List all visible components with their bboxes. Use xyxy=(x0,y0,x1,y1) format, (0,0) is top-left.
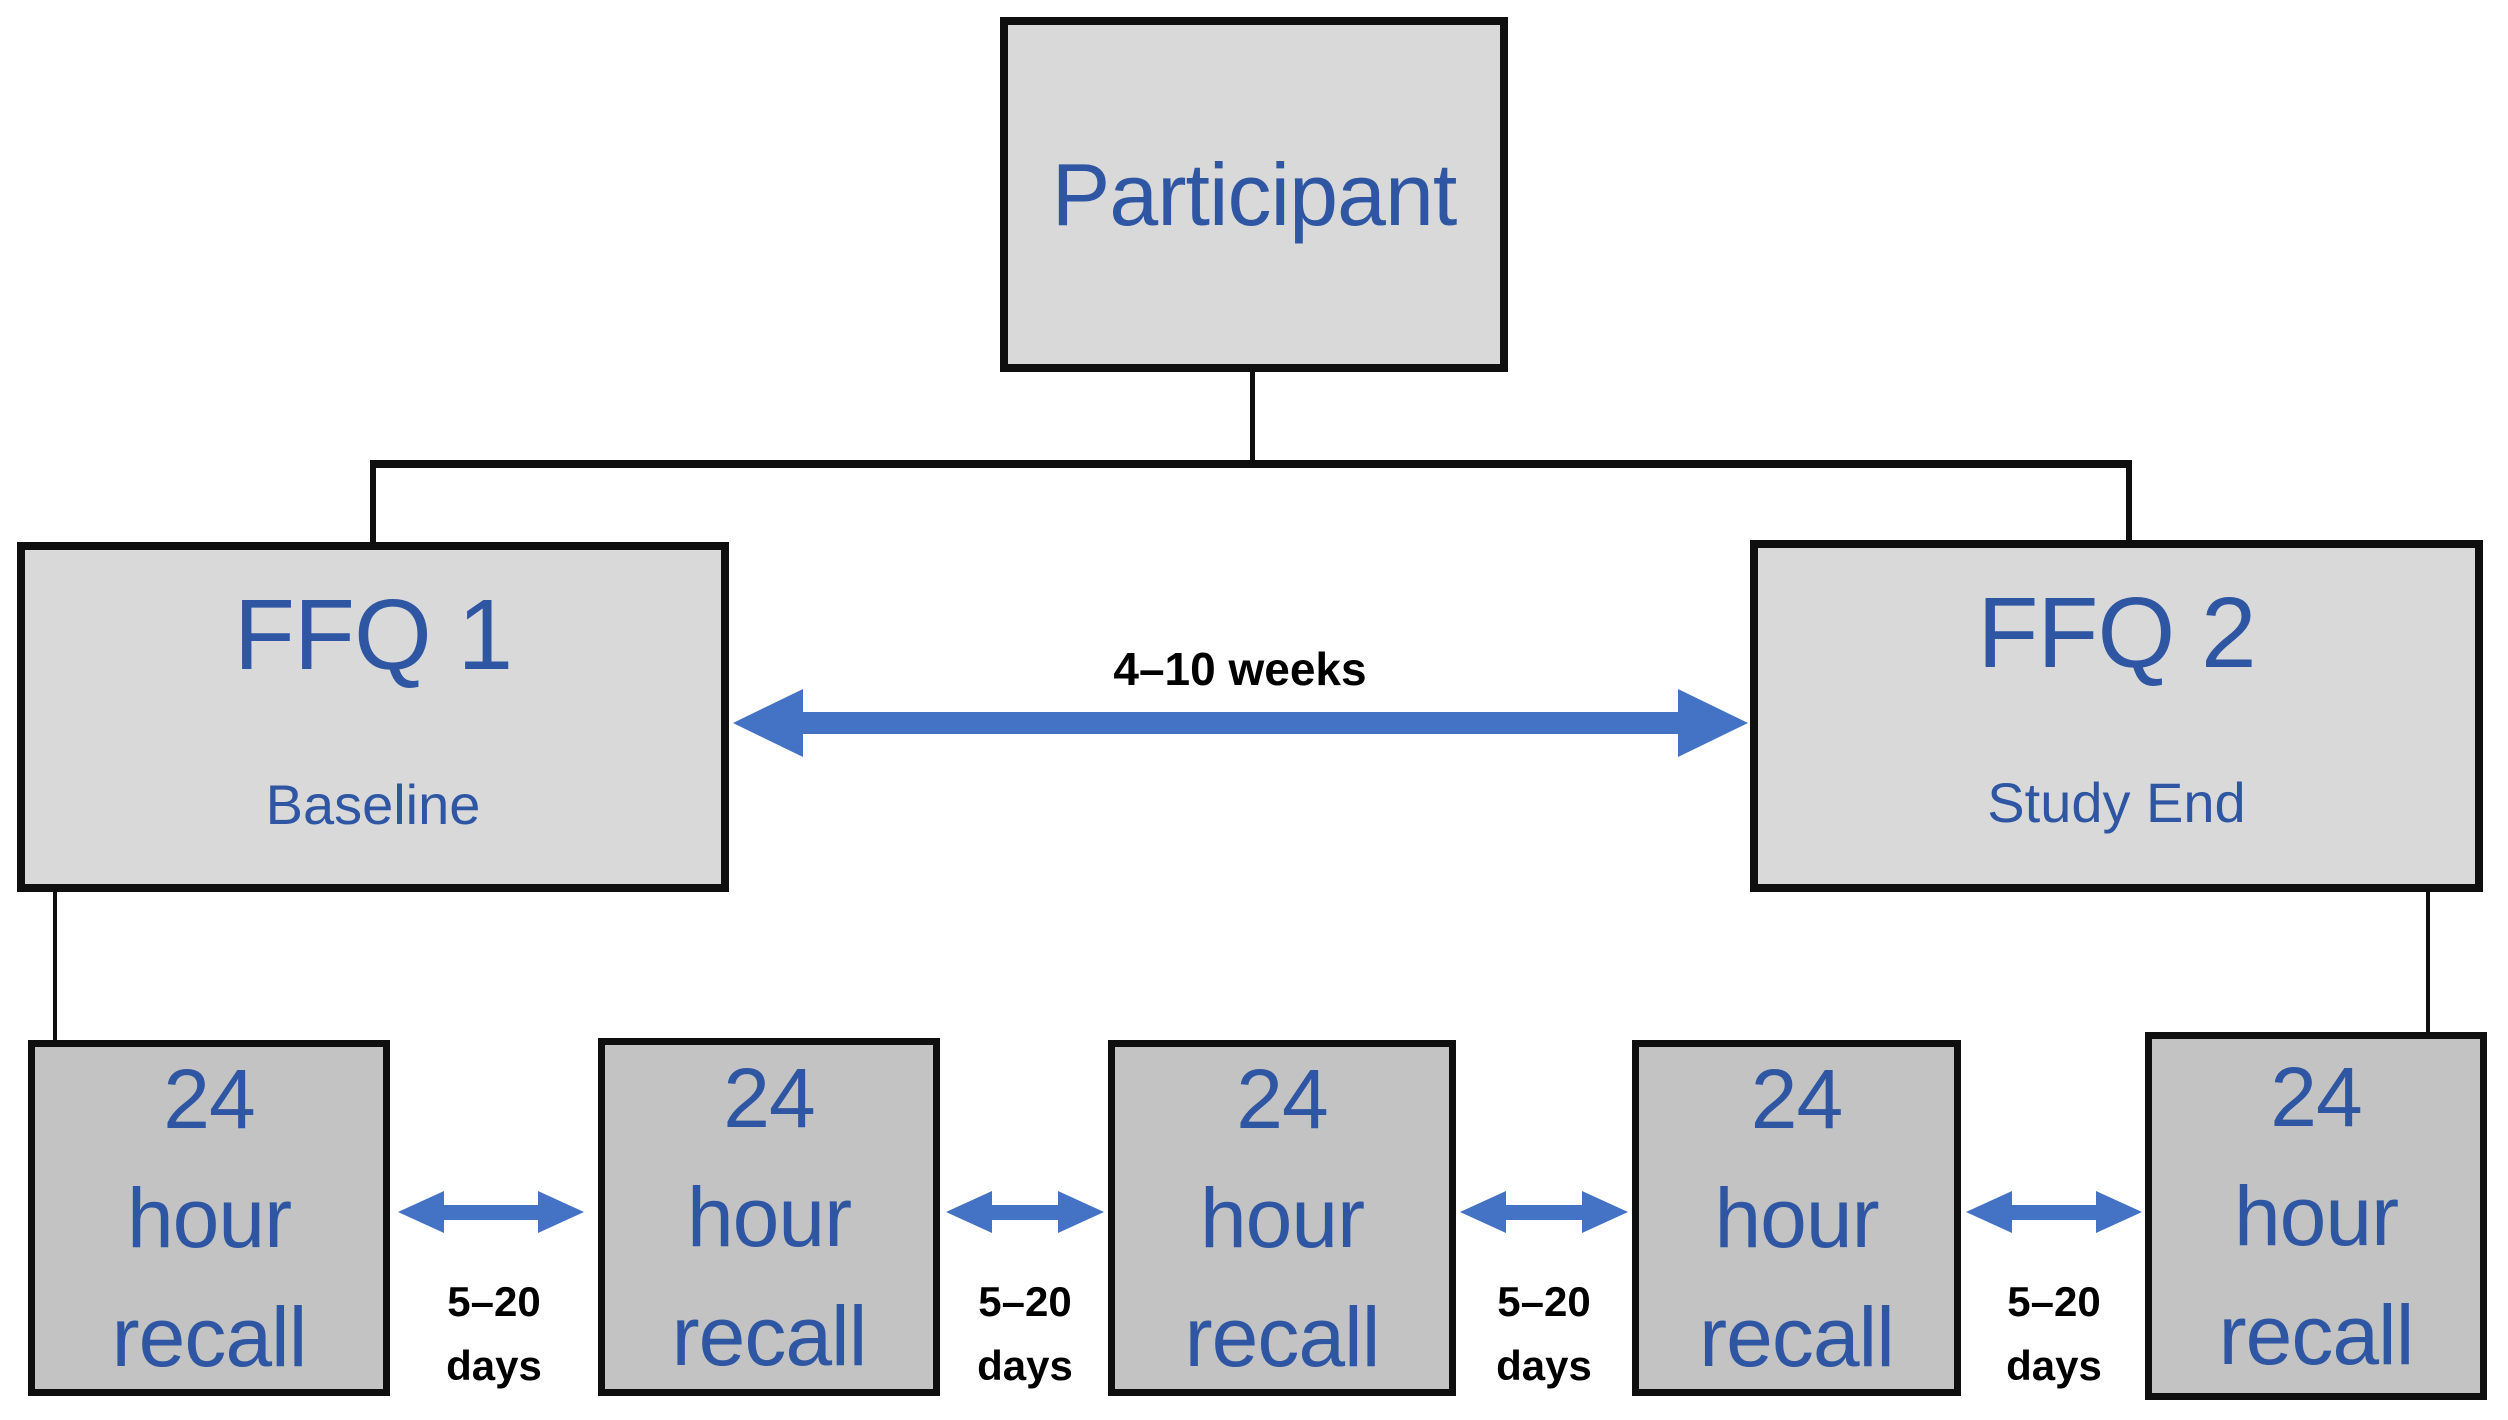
gap-days-label-2: 5–20 days xyxy=(915,1270,1135,1398)
recall-line: recall xyxy=(1699,1289,1895,1384)
connector-ffq1-drop xyxy=(370,460,376,546)
gap-unit: days xyxy=(1496,1342,1592,1389)
recall-line: hour xyxy=(1714,1170,1879,1265)
participant-box: Participant xyxy=(1000,17,1508,372)
recall-line: 24 xyxy=(1236,1051,1328,1146)
recall-line: hour xyxy=(686,1169,852,1264)
arrow-head-right xyxy=(1678,689,1748,757)
arrow-head-left xyxy=(1460,1191,1506,1233)
recall-box-4: 24 hour recall xyxy=(1632,1040,1961,1396)
arrow-head-left xyxy=(398,1191,444,1233)
gap-range: 5–20 xyxy=(978,1278,1072,1325)
arrow-head-right xyxy=(1582,1191,1628,1233)
arrow-head-left xyxy=(733,689,803,757)
connector-participant-stem xyxy=(1250,371,1255,466)
arrow-head-left xyxy=(1966,1191,2012,1233)
ffq1-title: FFQ 1 xyxy=(233,579,513,691)
recall-line: recall xyxy=(2218,1287,2415,1382)
recall-line: recall xyxy=(671,1288,868,1383)
recall-box-1: 24 hour recall xyxy=(28,1040,390,1396)
connector-ffq2-to-recall xyxy=(2426,888,2430,1036)
arrow-head-right xyxy=(1058,1191,1104,1233)
recall-box-5: 24 hour recall xyxy=(2145,1032,2487,1400)
interval-weeks-label: 4–10 weeks xyxy=(1113,643,1367,695)
gap-days-label-3: 5–20 days xyxy=(1434,1270,1654,1398)
arrow-shaft xyxy=(992,1204,1058,1220)
recall-line: hour xyxy=(1199,1170,1365,1265)
gap-range: 5–20 xyxy=(1497,1278,1591,1325)
gap-range: 5–20 xyxy=(447,1278,541,1325)
connector-ffq1-to-recall xyxy=(53,888,57,1042)
recall-gap-arrow-icon-1 xyxy=(398,1191,584,1233)
ffq1-box: FFQ 1 Baseline xyxy=(17,542,729,892)
connector-ffq2-drop xyxy=(2126,460,2132,544)
ffq1-subtitle: Baseline xyxy=(265,773,481,836)
gap-days-label-4: 5–20 days xyxy=(1944,1270,2164,1398)
arrow-shaft xyxy=(444,1204,538,1220)
participant-label: Participant xyxy=(1051,144,1458,244)
arrow-shaft xyxy=(803,712,1678,734)
arrow-shaft xyxy=(1506,1204,1582,1220)
recall-line: hour xyxy=(126,1170,292,1265)
arrow-head-right xyxy=(538,1191,584,1233)
recall-box-3: 24 hour recall xyxy=(1108,1040,1456,1396)
arrow-head-right xyxy=(2096,1191,2142,1233)
arrow-head-left xyxy=(946,1191,992,1233)
recall-gap-arrow-icon-3 xyxy=(1460,1191,1628,1233)
recall-line: hour xyxy=(2233,1168,2399,1263)
gap-days-label-1: 5–20 days xyxy=(384,1270,604,1398)
recall-line: recall xyxy=(1184,1289,1381,1384)
recall-gap-arrow-icon-2 xyxy=(946,1191,1104,1233)
ffq2-box: FFQ 2 Study End xyxy=(1750,540,2483,892)
gap-range: 5–20 xyxy=(2007,1278,2101,1325)
ffq2-subtitle: Study End xyxy=(1987,771,2246,834)
recall-line: recall xyxy=(111,1289,308,1384)
gap-unit: days xyxy=(2006,1342,2102,1389)
gap-unit: days xyxy=(977,1342,1073,1389)
ffq2-title: FFQ 2 xyxy=(1977,577,2256,689)
arrow-shaft xyxy=(2012,1204,2096,1220)
interval-double-arrow-icon xyxy=(733,689,1748,757)
recall-line: 24 xyxy=(1750,1051,1843,1146)
recall-box-2: 24 hour recall xyxy=(598,1038,940,1396)
recall-line: 24 xyxy=(2270,1049,2362,1144)
connector-tree-bar xyxy=(370,460,2132,468)
recall-gap-arrow-icon-4 xyxy=(1966,1191,2142,1233)
recall-line: 24 xyxy=(723,1050,815,1145)
recall-line: 24 xyxy=(163,1051,255,1146)
gap-unit: days xyxy=(446,1342,542,1389)
